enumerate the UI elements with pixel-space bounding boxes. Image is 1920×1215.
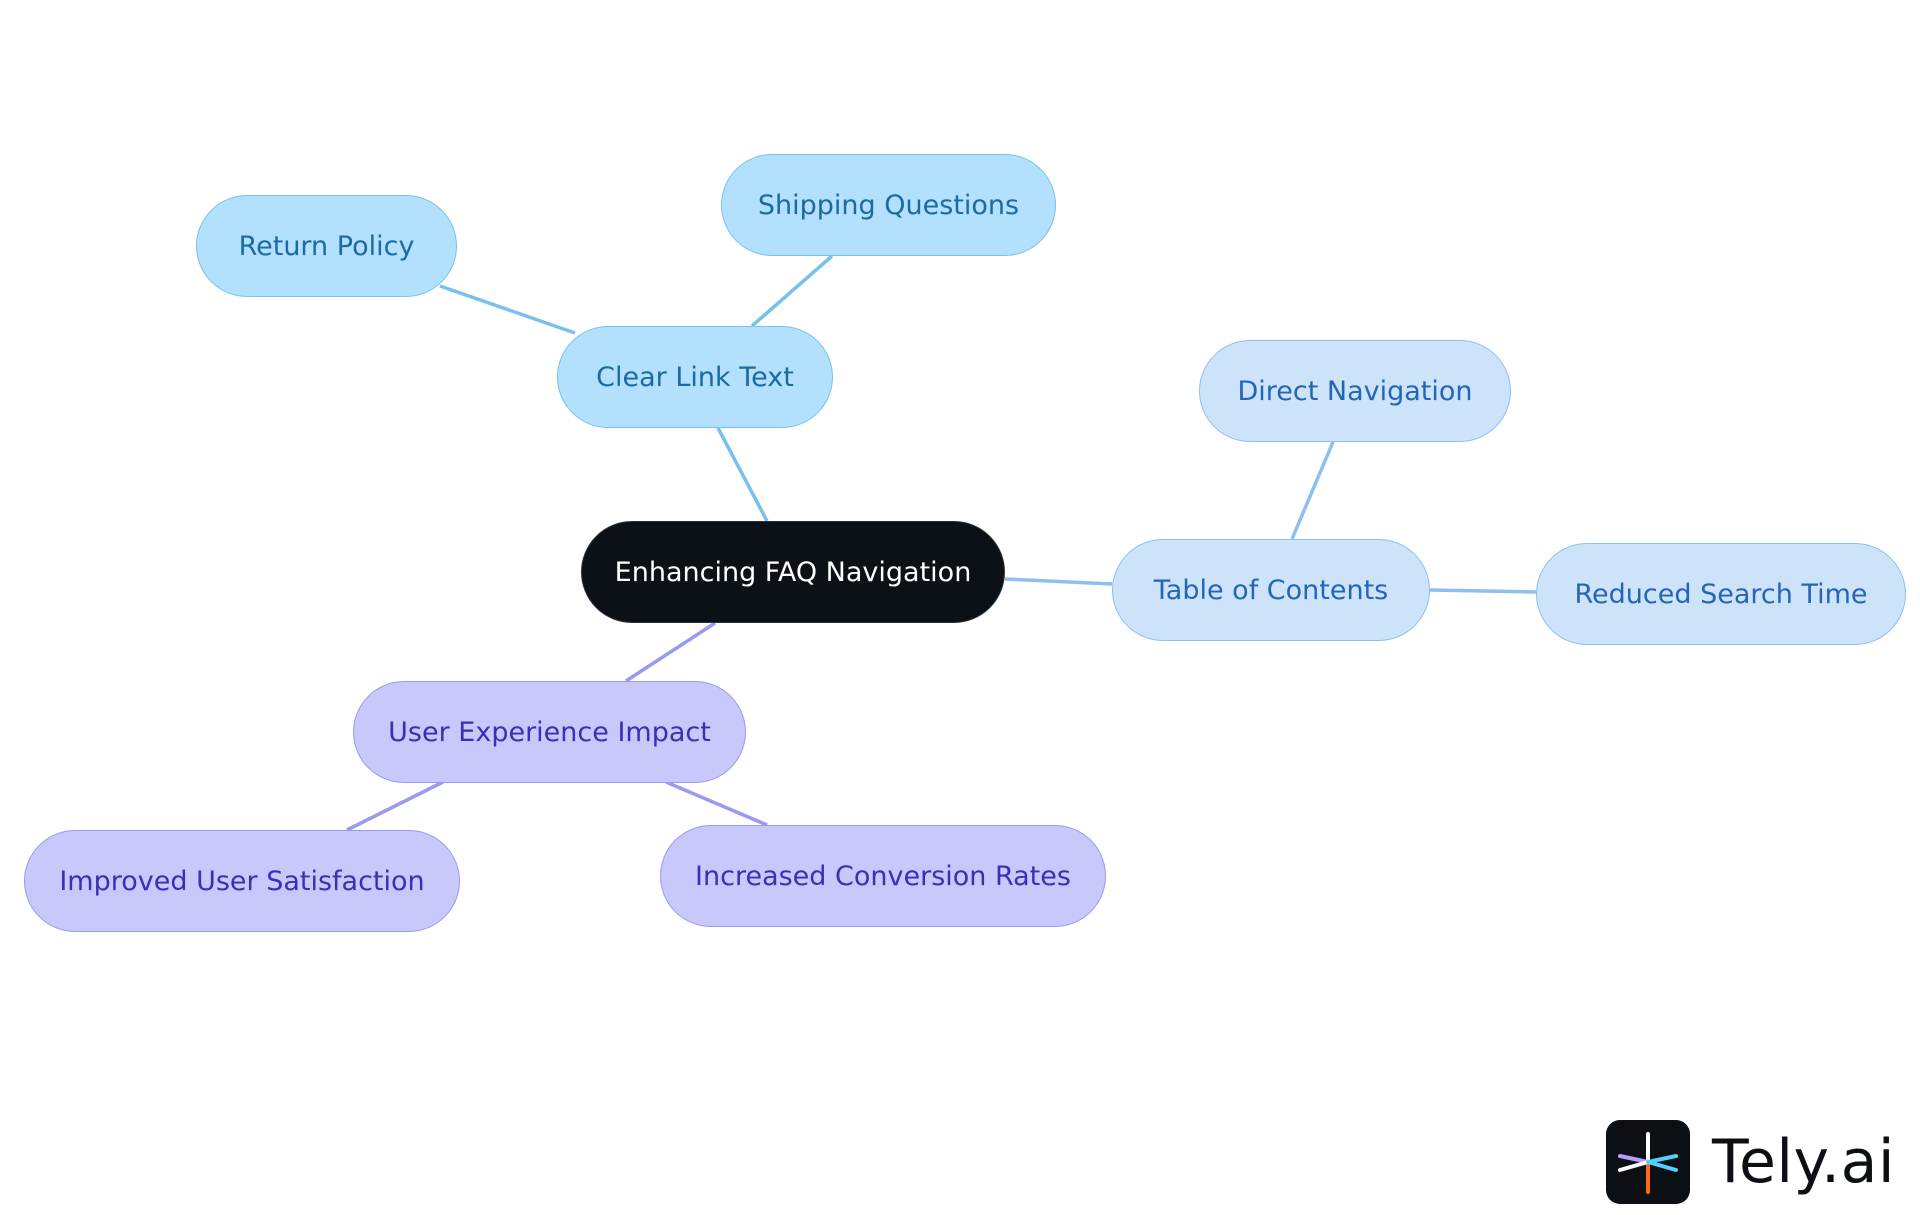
leaf-reduced-search-time: Reduced Search Time (1536, 543, 1906, 645)
leaf-improved-user-satisfaction-label: Improved User Satisfaction (59, 865, 425, 897)
brand-logo: Tely.ai (1606, 1120, 1895, 1204)
brand-name: Tely.ai (1712, 1127, 1896, 1197)
branch-user-experience-impact-label: User Experience Impact (388, 716, 711, 748)
branch-table-of-contents-label: Table of Contents (1153, 574, 1389, 606)
edge-clear-link-text-return-policy (439, 284, 576, 335)
leaf-shipping-questions: Shipping Questions (721, 154, 1056, 256)
branch-table-of-contents: Table of Contents (1112, 539, 1430, 641)
root-node: Enhancing FAQ Navigation (581, 521, 1005, 623)
leaf-increased-conversion-rates-label: Increased Conversion Rates (695, 860, 1071, 892)
leaf-direct-navigation: Direct Navigation (1199, 340, 1511, 442)
edge-user-experience-impact-conversion-rates (665, 780, 768, 827)
root-node-label: Enhancing FAQ Navigation (614, 556, 972, 588)
leaf-direct-navigation-label: Direct Navigation (1237, 375, 1473, 407)
edge-clear-link-text-shipping-questions (750, 254, 834, 328)
branch-user-experience-impact: User Experience Impact (353, 681, 746, 783)
leaf-shipping-questions-label: Shipping Questions (757, 189, 1020, 221)
leaf-reduced-search-time-label: Reduced Search Time (1574, 578, 1868, 610)
edge-root-user-experience-impact (625, 621, 716, 683)
leaf-improved-user-satisfaction: Improved User Satisfaction (24, 830, 460, 932)
edge-root-table-of-contents (1004, 577, 1113, 586)
edge-table-of-contents-direct-navigation (1290, 441, 1335, 540)
leaf-return-policy: Return Policy (196, 195, 457, 297)
tely-logo-icon (1606, 1120, 1690, 1204)
leaf-return-policy-label: Return Policy (238, 230, 415, 262)
branch-clear-link-text: Clear Link Text (557, 326, 833, 428)
edge-user-experience-impact-improved-satisfaction (346, 780, 444, 832)
edge-root-clear-link-text (716, 427, 769, 522)
branch-clear-link-text-label: Clear Link Text (596, 361, 794, 393)
edge-table-of-contents-reduced-search-time (1429, 588, 1537, 594)
leaf-increased-conversion-rates: Increased Conversion Rates (660, 825, 1106, 927)
